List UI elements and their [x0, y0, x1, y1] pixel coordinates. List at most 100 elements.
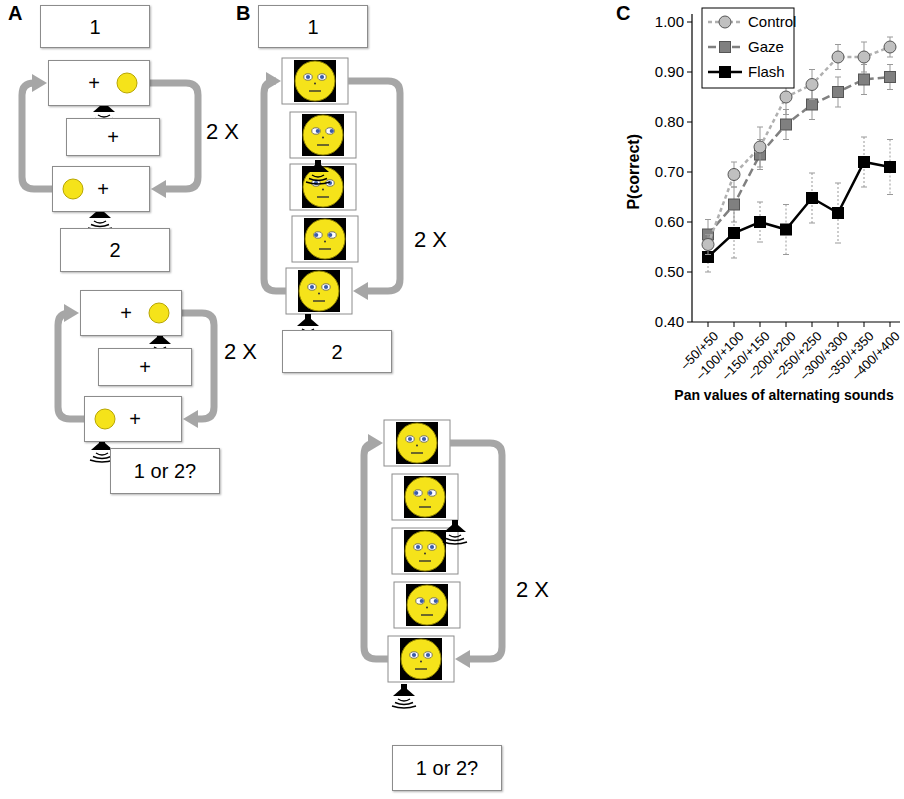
iris: [306, 75, 310, 79]
error-cap: [731, 162, 737, 163]
loop-arrow-line: [450, 443, 502, 659]
data-marker: [702, 239, 714, 251]
sound-wave: [309, 179, 327, 181]
error-cap: [887, 64, 893, 65]
iris: [408, 437, 412, 441]
face-frame: [290, 112, 356, 158]
eye: [308, 284, 316, 290]
error-cap: [809, 119, 815, 120]
data-marker: [719, 16, 731, 28]
box-text: +: [107, 127, 119, 147]
flash-circle: [63, 179, 83, 199]
face-stimulus: [282, 58, 348, 104]
stimulus-box: +: [84, 396, 182, 442]
x-tick: [838, 322, 839, 327]
box-text: 2: [331, 342, 342, 362]
error-cap: [809, 223, 815, 224]
iris: [310, 285, 314, 289]
x-tick: [812, 322, 813, 327]
data-marker: [885, 72, 896, 83]
sound-wave: [449, 535, 461, 537]
error-cap: [835, 183, 841, 184]
error-cap: [861, 72, 867, 73]
y-tick-label: 0.40: [655, 314, 684, 331]
speaker-icon: [392, 684, 416, 708]
nose: [322, 189, 324, 191]
stimulus-box: 1 or 2?: [392, 745, 502, 791]
eye: [318, 74, 326, 80]
sound-wave: [91, 225, 109, 227]
sound-wave: [398, 699, 410, 701]
error-cap: [757, 202, 763, 203]
data-marker: [807, 99, 818, 110]
mouth: [317, 144, 329, 145]
face-head: [299, 271, 339, 311]
face-stimulus: [394, 582, 460, 628]
stimulus-box: +: [98, 348, 192, 386]
face-frame: [282, 58, 348, 104]
speaker-cone: [89, 211, 111, 218]
eye: [314, 232, 322, 238]
y-axis: [691, 14, 692, 322]
face-stimulus: [286, 268, 352, 314]
eye: [304, 74, 312, 80]
stimulus-box: +: [48, 60, 150, 106]
arrow-head: [151, 180, 166, 198]
iris: [416, 545, 420, 549]
speaker-cone: [297, 319, 319, 326]
eye: [414, 544, 422, 550]
speaker-icon: [306, 160, 330, 184]
eye: [420, 436, 428, 442]
data-marker: [781, 224, 792, 235]
x-tick: [708, 322, 709, 327]
eye: [428, 490, 436, 496]
sound-wave: [446, 539, 464, 541]
iris: [422, 437, 426, 441]
mouth: [419, 506, 431, 507]
eye: [406, 436, 414, 442]
iris: [434, 599, 438, 603]
error-cap: [705, 219, 711, 220]
face-background: [396, 422, 438, 464]
x-tick: [786, 322, 787, 327]
face-head: [401, 639, 441, 679]
data-marker: [754, 141, 766, 153]
data-marker: [807, 193, 818, 204]
sound-wave: [98, 115, 110, 117]
panel-letter: B: [236, 2, 250, 24]
arrow-head: [353, 282, 368, 300]
y-tick: [687, 122, 692, 123]
error-cap: [861, 42, 867, 43]
y-tick: [687, 222, 692, 223]
arrow-head: [32, 74, 47, 92]
y-axis-title: P(correct): [625, 134, 643, 210]
data-marker: [729, 199, 740, 210]
sound-wave: [93, 457, 111, 459]
iris: [426, 653, 430, 657]
iris: [316, 129, 320, 133]
error-cap: [861, 187, 867, 188]
stimulus-box: +: [80, 290, 182, 336]
data-marker: [755, 217, 766, 228]
error-cap: [757, 127, 763, 128]
arrow-head: [368, 434, 383, 452]
stimulus-box: 2: [60, 228, 170, 272]
box-text: 1: [89, 17, 100, 37]
data-marker: [729, 228, 740, 239]
mouth: [309, 90, 321, 91]
speaker-stem: [315, 160, 321, 165]
cue-svg: [49, 61, 151, 107]
eye: [414, 490, 422, 496]
nose: [318, 293, 320, 295]
error-cap: [887, 139, 893, 140]
iris: [314, 233, 318, 237]
face-head: [397, 423, 437, 463]
nose: [322, 137, 324, 139]
mouth: [313, 300, 325, 301]
face-head: [405, 531, 445, 571]
error-cap: [783, 114, 789, 115]
error-cap: [887, 57, 893, 58]
legend-sample: [708, 67, 742, 78]
error-cap: [809, 99, 815, 100]
error-cap: [731, 258, 737, 259]
